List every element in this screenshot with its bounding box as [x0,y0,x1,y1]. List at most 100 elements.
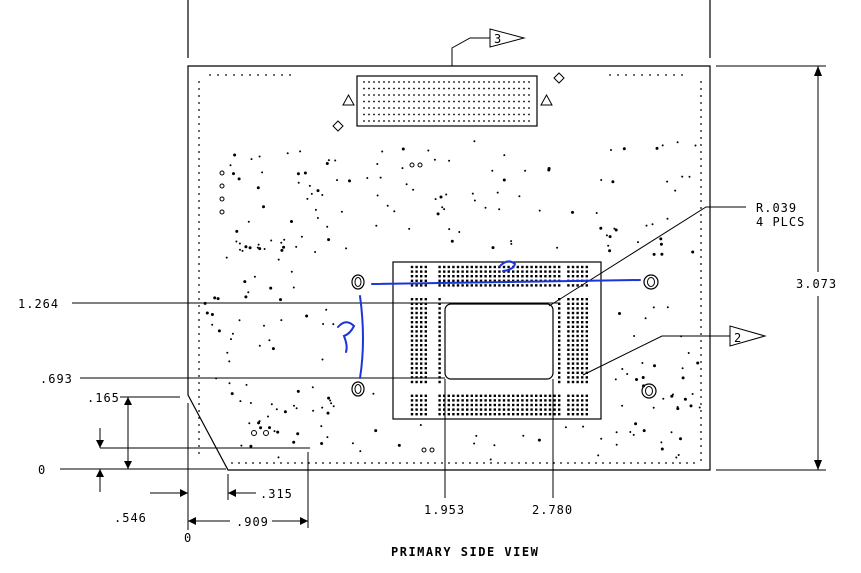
perimeter-dot [252,462,254,464]
bga-ball [571,376,575,379]
bga-ball [447,270,450,273]
bga-ball [443,279,446,282]
connector-pin [413,120,415,122]
connector-pin [378,94,380,96]
bga-ball [539,413,542,416]
connector-pin [493,100,495,103]
bga-ball [585,408,588,411]
bga-ball [447,399,450,402]
bga-ball [502,279,506,282]
perimeter-dot [616,462,618,464]
bga-ball [415,394,418,397]
perimeter-dot [315,462,317,464]
bga-ball [581,408,584,411]
connector-pin [428,107,430,109]
perimeter-dot [198,424,200,426]
connector-pin [483,94,485,96]
connector-pin [403,107,405,109]
via-dot [637,241,639,244]
bga-ball [475,275,478,278]
bga-ball [558,330,561,333]
perimeter-dot [700,431,702,433]
connector-pin [478,87,480,90]
via-dot [238,319,241,322]
via-dot [326,436,329,439]
bga-ball [475,279,478,282]
via-dot [248,422,251,425]
perimeter-dot [198,151,200,153]
connector-pin [413,113,415,116]
connector-pin [508,87,510,90]
connector-pin [468,87,470,90]
via-dot [436,212,440,216]
via-dot [564,426,567,429]
bga-ball [410,371,414,374]
bga-ball [558,362,561,365]
bga-ball [585,265,588,269]
bga-ball [585,413,588,416]
via-dot [228,382,231,385]
connector-pin [488,107,490,109]
bga-ball [415,330,418,333]
bga-ball [571,399,575,402]
perimeter-dot [700,179,702,181]
bga-ball [424,408,427,411]
connector-pin [403,113,405,116]
bga-ball [576,344,579,347]
bga-ball [415,302,418,305]
perimeter-dot [700,151,702,153]
perimeter-dot [700,417,702,419]
bga-ball [410,275,414,278]
bga-ball [585,270,588,273]
connector-pin [373,100,375,103]
bga-ball [581,321,584,324]
bga-ball [424,302,427,305]
connector-pin [508,100,510,103]
connector-pin [528,94,530,96]
bga-ball [466,403,469,407]
bga-ball [438,353,441,356]
connector-pin [443,81,445,83]
via-dot [257,243,260,246]
connector-pin [468,107,470,109]
bga-ball [507,270,510,273]
bga-ball [525,270,529,273]
bga-ball [567,302,570,305]
via-dot [282,245,286,249]
via-dot [314,208,317,211]
bga-ball [489,275,492,278]
bga-ball [571,325,575,328]
bga-ball [466,408,469,411]
bga-ball [438,399,441,402]
bga-ball [493,399,496,402]
via-dot [276,430,280,434]
bga-ball [576,376,579,379]
bga-ball [502,408,506,411]
callout-3-leader [451,37,490,66]
perimeter-dot [448,462,450,464]
perimeter-dot [371,462,373,464]
bga-ball [424,321,427,324]
perimeter-dot [700,291,702,293]
bga-ball [456,279,460,282]
connector-pin [498,100,500,103]
bga-ball [535,270,538,273]
bga-ball [567,270,570,273]
perimeter-dot [198,165,200,167]
diamond-marker-right [553,72,565,84]
bga-center-cutout [444,303,554,380]
mounting-hole-top-right [643,274,659,290]
via-dot [237,177,241,181]
connector-pin [518,81,520,83]
via-dot [675,456,678,459]
connector-pin [453,107,455,109]
bga-ball [553,413,556,416]
bga-ball [567,321,570,324]
bga-ball [516,403,519,407]
bga-ball [415,321,418,324]
connector-pin [443,107,445,109]
connector-pin [383,107,385,109]
via-dot [473,199,476,202]
via-dot [607,244,610,247]
bga-ball [443,408,446,411]
